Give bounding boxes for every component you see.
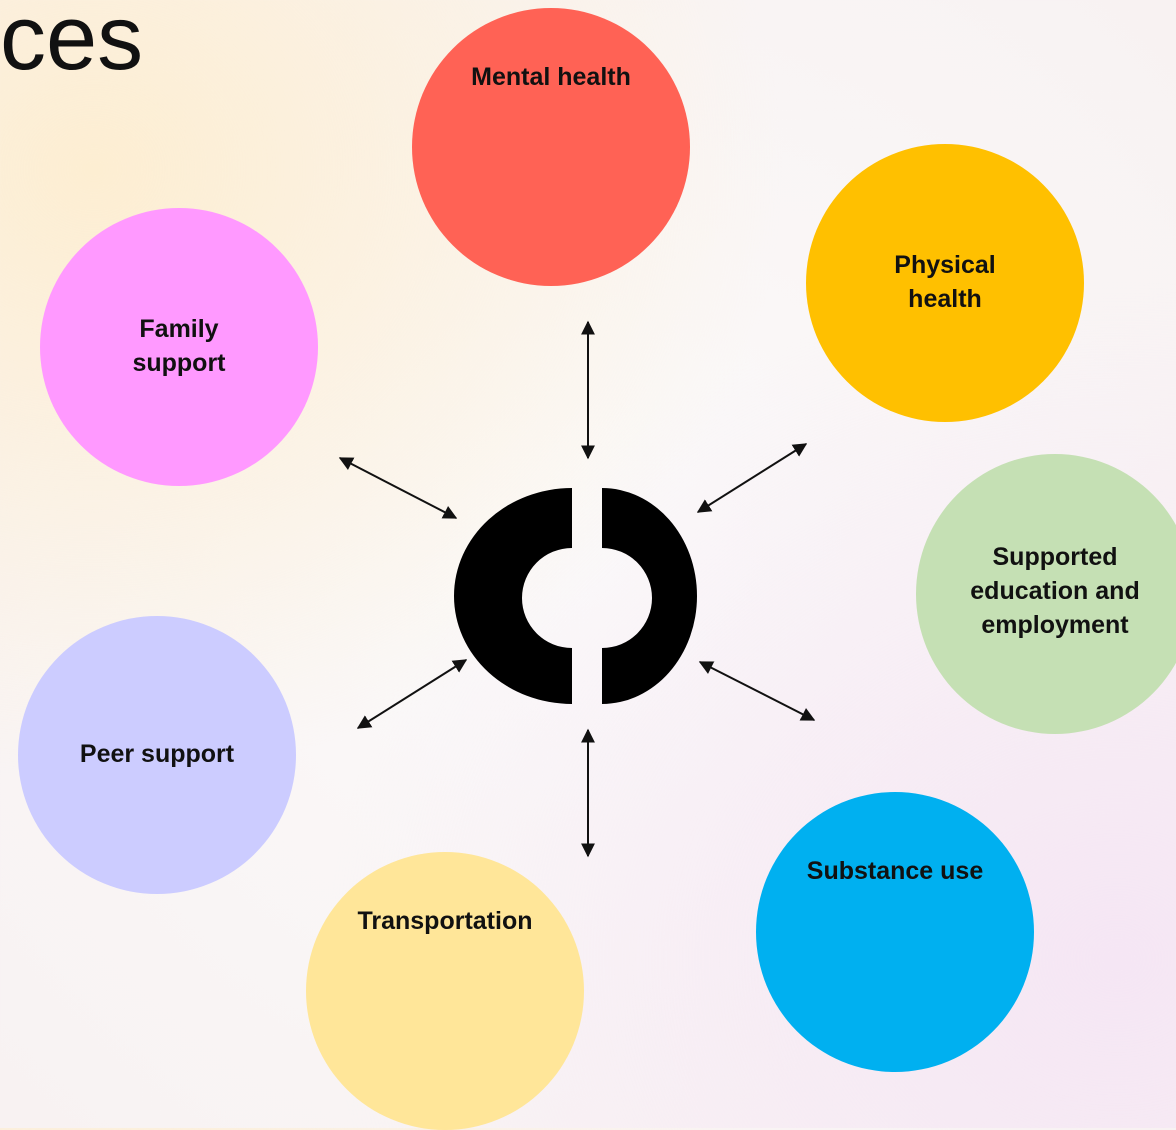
page-title: ces xyxy=(0,0,144,89)
physical-health-node: Physical health xyxy=(806,144,1084,422)
mental-health-label: Mental health xyxy=(471,63,631,92)
peer-support-label: Peer support xyxy=(79,740,235,769)
mental-health-node: Mental health xyxy=(412,8,690,286)
physical-health-label: Physical health xyxy=(894,251,996,313)
family-support-node: Family support xyxy=(40,208,318,486)
arrow-supported xyxy=(698,661,816,721)
arrow-physical xyxy=(696,443,808,513)
logo-icon xyxy=(454,488,697,704)
substance-use-label: Substance use xyxy=(806,857,984,886)
supported-education-label: Supported education and employment xyxy=(970,543,1140,639)
arrow-peer xyxy=(356,659,468,729)
substance-use-node: Substance use xyxy=(756,792,1034,1072)
family-support-label: Family support xyxy=(132,315,226,377)
supported-education-node: Supported education and employment xyxy=(916,454,1176,734)
transportation-label: Transportation xyxy=(357,907,533,936)
arrow-family xyxy=(338,457,458,519)
transportation-node: Transportation xyxy=(306,852,584,1130)
peer-support-node: Peer support xyxy=(18,616,296,894)
